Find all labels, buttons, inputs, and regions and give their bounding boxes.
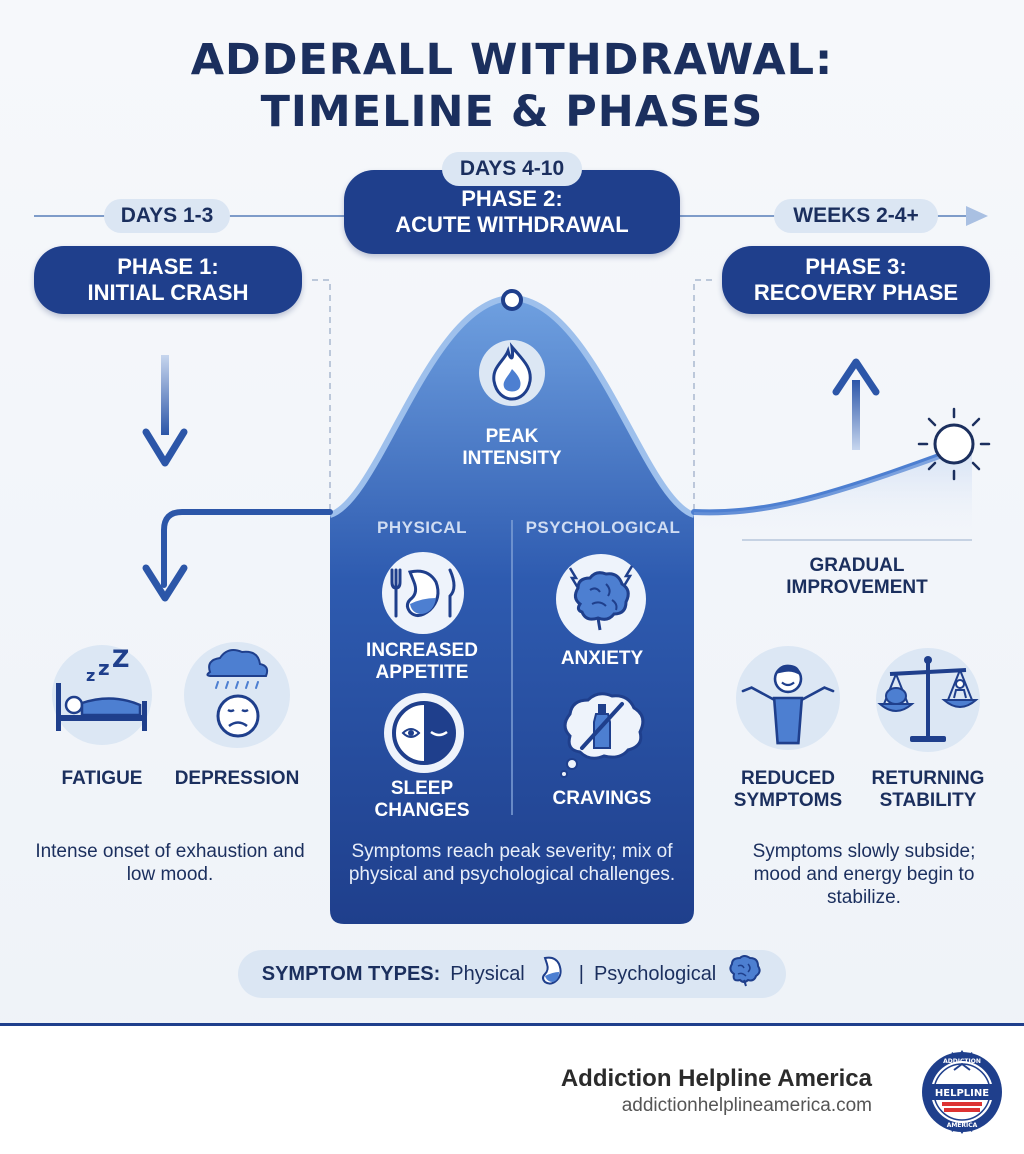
svg-text:z: z [86,666,95,685]
legend-psychological: Psychological [593,962,717,985]
title-line-2: TIMELINE & PHASES [260,87,764,137]
sad-face-rain-cloud-icon [184,642,290,748]
reduced-symptoms-line-2: SYMPTOMS [733,790,843,811]
phase-3-description: Symptoms slowly subside; mood and energy… [752,841,976,908]
phase-1-title-line-2: INITIAL CRASH [87,280,249,305]
sleeping-bed-icon: z z Z [52,645,152,745]
timeline-arrowhead [966,206,988,226]
stomach-fork-knife-icon [382,552,464,634]
title-line-1: ADDERALL WITHDRAWAL: [190,35,834,85]
phase-3-timeframe: WEEKS 2-4+ [774,199,938,233]
logo-ring-top: ADDICTION [943,1058,981,1065]
brain-icon [726,954,762,994]
symptom-depression: DEPRESSION [174,768,300,789]
reduced-symptoms-line-1: REDUCED [741,768,835,789]
symptom-types-legend: SYMPTOM TYPES: Physical | Psychological [238,950,786,998]
psychological-heading: PSYCHOLOGICAL [525,518,681,537]
phase-3-title-line-2: RECOVERY PHASE [753,280,959,305]
increased-appetite-line-1: INCREASED [366,640,478,661]
legend-separator: | [578,962,584,985]
peak-marker [501,289,523,311]
phase-2-title-line-2: ACUTE WITHDRAWAL [395,212,629,237]
arrow-down-icon [142,428,188,467]
symptom-sleep-changes: SLEEP CHANGES [352,778,492,822]
sleep-changes-line-2: CHANGES [374,800,470,821]
brand-name[interactable]: Addiction Helpline America [560,1065,872,1092]
symptom-increased-appetite: INCREASED APPETITE [352,640,492,684]
page-title: ADDERALL WITHDRAWAL: TIMELINE & PHASES [0,34,1024,138]
gradual-improvement-label: GRADUAL IMPROVEMENT [752,555,962,599]
peak-label-line-1: PEAK [485,426,539,447]
brand-url[interactable]: addictionhelplineamerica.com [621,1095,872,1116]
phase-1-timeframe: DAYS 1-3 [104,199,230,233]
stomach-icon [535,954,569,994]
symptom-reduced-symptoms: REDUCED SYMPTOMS [722,768,854,812]
sleep-changes-line-1: SLEEP [390,778,454,799]
flame-icon [479,340,545,406]
symptom-curve-left [161,509,333,588]
returning-stability-line-1: RETURNING [871,768,985,789]
returning-stability-line-2: STABILITY [879,790,977,811]
phase-2-timeframe-overlay: DAYS 4-10 [442,152,582,186]
brand-block: Addiction Helpline America addictionhelp… [561,1064,872,1118]
phase-3-title: PHASE 3: RECOVERY PHASE [722,246,990,314]
phase-1-title-line-1: PHASE 1: [117,254,219,279]
balance-scale-icon [876,648,980,752]
happy-person-icon [736,646,840,750]
svg-text:Z: Z [112,645,129,673]
phase-2-title-line-1: PHASE 2: [461,186,563,211]
footer [0,1026,1024,1154]
phase-3-title-line-1: PHASE 3: [805,254,907,279]
symptom-returning-stability: RETURNING STABILITY [862,768,994,812]
peak-label-line-2: INTENSITY [462,448,562,469]
gradual-improvement-line-1: GRADUAL [809,555,905,576]
legend-title: SYMPTOM TYPES: [261,962,441,985]
sun-icon [917,407,991,481]
legend-physical: Physical [450,962,525,985]
logo-ring-bottom: AMERICA [947,1122,978,1129]
arrow-up-icon [832,358,880,396]
symptom-cravings: CRAVINGS [552,788,652,809]
brain-lightning-icon [556,554,646,644]
crossed-bottle-thought-icon [556,690,650,780]
svg-text:z: z [98,656,110,680]
symptom-fatigue: FATIGUE [61,768,143,789]
arrow-down-icon-2 [142,564,188,602]
symptom-anxiety: ANXIETY [560,648,644,669]
footer-divider [0,1023,1024,1026]
logo-text: HELPLINE [935,1088,989,1099]
phase-1-title: PHASE 1: INITIAL CRASH [34,246,302,314]
clock-eye-icon [384,693,464,773]
increased-appetite-line-2: APPETITE [375,662,469,683]
physical-heading: PHYSICAL [377,518,467,537]
phase-1-description: Intense onset of exhaustion and low mood… [35,841,305,885]
peak-intensity-label: PEAK INTENSITY [432,426,592,470]
phase-2-description: Symptoms reach peak severity; mix of phy… [348,841,676,885]
helpline-logo: HELPLINE ADDICTION AMERICA [920,1050,1004,1134]
gradual-improvement-line-2: IMPROVEMENT [786,577,928,598]
symptom-curve-right [691,449,953,516]
